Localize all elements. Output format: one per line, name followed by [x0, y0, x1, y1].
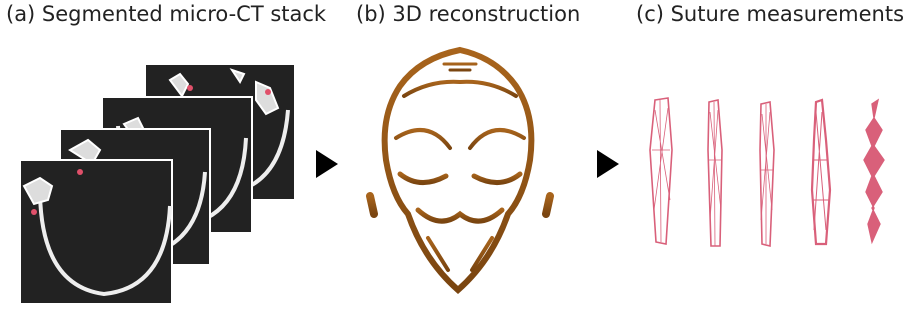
suture-mesh-5 — [864, 100, 884, 242]
suture-mesh-4 — [812, 100, 830, 244]
suture-meshes — [650, 98, 884, 246]
suture-mesh-1 — [650, 98, 672, 244]
ct-slice-front — [20, 160, 172, 304]
ct-stack — [20, 64, 295, 304]
skull-reconstruction — [370, 50, 550, 290]
suture-mesh-2 — [708, 100, 722, 246]
suture-mesh-3 — [760, 102, 774, 246]
